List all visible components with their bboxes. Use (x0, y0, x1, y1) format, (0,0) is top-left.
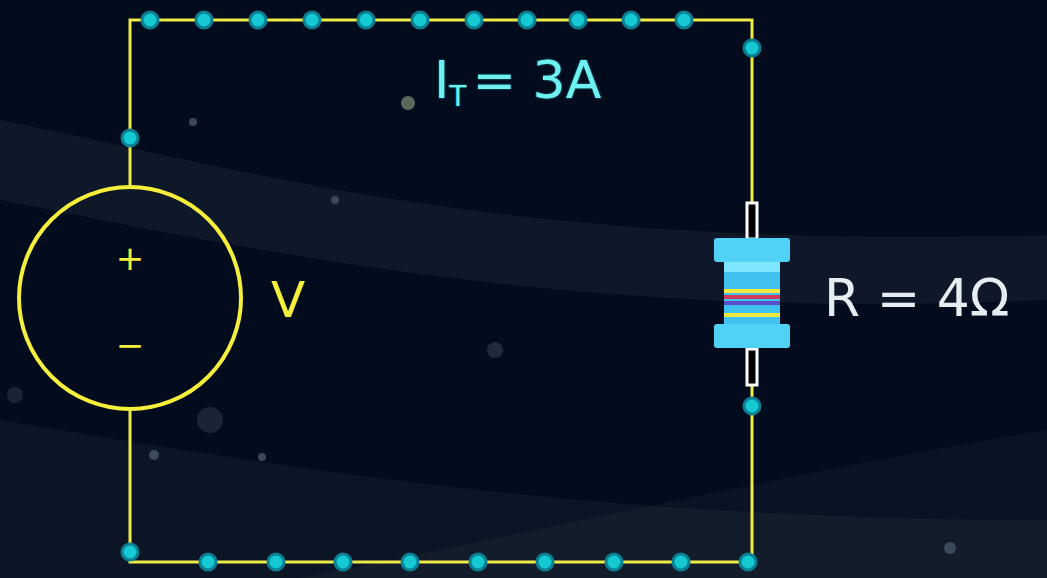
wire-dot (268, 554, 284, 570)
wire-dot (335, 554, 351, 570)
polarity-minus: − (116, 328, 145, 362)
wire-dot (537, 554, 553, 570)
voltage-label: V (271, 275, 305, 325)
wire-dot (358, 12, 374, 28)
wire (130, 20, 752, 203)
wire-dot (196, 12, 212, 28)
wire-dot (744, 398, 760, 414)
wire-dot (570, 12, 586, 28)
wire-dot (519, 12, 535, 28)
current-label: IT= 3A (434, 50, 601, 110)
voltage-source: +−V (17, 185, 243, 411)
source-circle (17, 185, 243, 411)
wire-dot (606, 554, 622, 570)
wire-dot (676, 12, 692, 28)
wire-dot (250, 12, 266, 28)
wire-dot (470, 554, 486, 570)
wire-dot (740, 554, 756, 570)
wire-dot (200, 554, 216, 570)
current-value: = 3A (472, 50, 601, 110)
resistor-symbol: R = 4Ω (712, 203, 792, 385)
wire-dot (466, 12, 482, 28)
wire-dot (304, 12, 320, 28)
current-symbol: I (434, 50, 449, 110)
wire-dot (402, 554, 418, 570)
polarity-plus: + (116, 241, 145, 275)
resistance-label: R = 4Ω (824, 272, 1010, 324)
current-subscript: T (449, 80, 466, 113)
wire (130, 385, 752, 562)
resistor-body (712, 203, 792, 385)
wire-dot (122, 130, 138, 146)
wire-dot (122, 544, 138, 560)
wire-dot (412, 12, 428, 28)
wire-dot (623, 12, 639, 28)
wire-dot (142, 12, 158, 28)
wire-dot (673, 554, 689, 570)
wire-dot (744, 40, 760, 56)
